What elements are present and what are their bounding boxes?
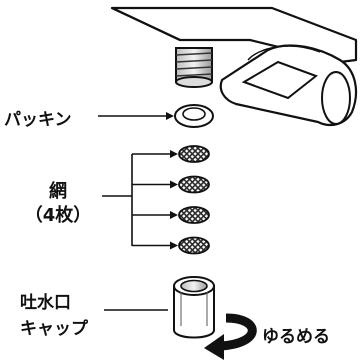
mesh-screen (178, 145, 210, 163)
threaded-stub (175, 47, 213, 88)
mesh-label-line1: 網 (49, 181, 67, 202)
mesh-screen (178, 175, 210, 194)
mesh-screens (132, 145, 210, 255)
spout-cap-label-line2: キャップ (20, 319, 88, 339)
loosen-arrow (204, 313, 257, 360)
faucet-spout (110, 6, 358, 127)
mesh-screen (178, 206, 210, 224)
mesh-label-line2: （4枚） (24, 205, 92, 226)
mesh-bracket (102, 154, 133, 246)
mesh-label: 網 （4枚） (20, 180, 96, 228)
gasket-label: パッキン (4, 110, 72, 130)
loosen-label: ゆるめる (262, 327, 330, 347)
spout-cap-label-line1: 吐水口 (20, 293, 71, 313)
spout-cap (173, 276, 215, 339)
gasket-ring (174, 104, 214, 128)
spout-cap-label: 吐水口 キャップ (20, 290, 88, 342)
mesh-screen (178, 236, 210, 255)
